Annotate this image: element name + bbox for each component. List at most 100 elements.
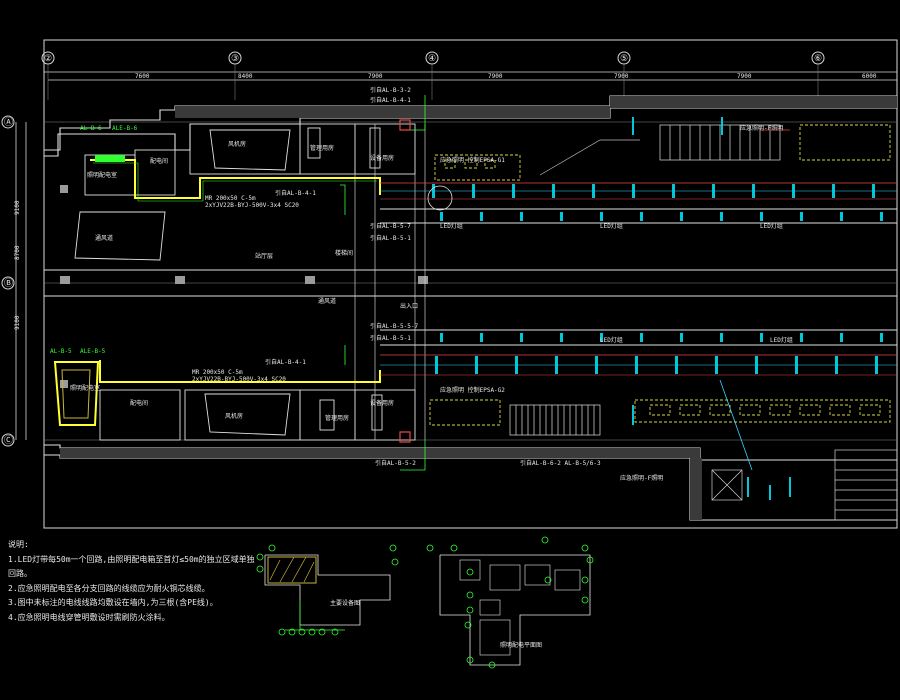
axis-marker-3: ③ (228, 51, 242, 100)
led-strip-top (380, 182, 897, 200)
svg-text:7900: 7900 (368, 73, 383, 80)
svg-text:引自AL-B-5-7: 引自AL-B-5-7 (370, 222, 411, 230)
note-item: 2.应急照明配电至各分支回路的线缆应为耐火铜芯线缆。 (8, 583, 210, 593)
led-fixture (720, 212, 723, 221)
design-notes: 说明: 1.LED灯带每50m一个回路,由照明配电箱至首灯≤50m的独立区域单独… (8, 538, 255, 625)
led-fixture (800, 333, 803, 342)
svg-text:引自AL-B-5-1: 引自AL-B-5-1 (370, 234, 411, 242)
led-fixture (755, 356, 758, 374)
top-dimension-values: 7600 8400 7900 7900 7900 7900 6000 (135, 73, 877, 80)
note-item: 4.应急照明电线穿管明敷设时需刷防火涂料。 (8, 612, 170, 622)
svg-text:引自AL-B-4-1: 引自AL-B-4-1 (275, 189, 316, 197)
led-fixture (752, 184, 755, 198)
led-fixture (592, 184, 595, 198)
rooms-left-lower (99, 389, 416, 441)
svg-text:LED灯组: LED灯组 (600, 222, 623, 230)
platform-lines (44, 208, 897, 346)
left-axis-markers: Ⓐ Ⓑ Ⓒ 9100 8700 9100 (1, 115, 27, 447)
svg-text:6000: 6000 (862, 73, 877, 80)
axis-marker-a: Ⓐ (1, 115, 15, 129)
led-fixtures-top-row2 (440, 212, 883, 221)
led-fixture (440, 212, 443, 221)
led-fixture (680, 212, 683, 221)
stair-top-right (539, 124, 781, 176)
led-fixture (875, 356, 878, 374)
svg-text:照明配电平面图: 照明配电平面图 (500, 641, 542, 649)
led-fixture (832, 184, 835, 198)
led-fixture (672, 184, 675, 198)
led-fixture (712, 184, 715, 198)
led-fixture (515, 356, 518, 374)
svg-text:ALE-B-5: ALE-B-5 (80, 348, 106, 355)
led-fixture (435, 356, 438, 374)
svg-text:配电间: 配电间 (150, 157, 168, 165)
led-strip-bottom (380, 354, 897, 376)
led-fixture (555, 356, 558, 374)
svg-text:引自AL-B-5-1: 引自AL-B-5-1 (370, 334, 411, 342)
svg-text:2xYJV22B-BYJ-500V-3x4 SC20: 2xYJV22B-BYJ-500V-3x4 SC20 (192, 376, 286, 383)
columns (60, 185, 428, 388)
svg-text:③: ③ (231, 54, 239, 64)
axis-marker-4: ④ (425, 51, 439, 100)
svg-text:LED灯组: LED灯组 (770, 336, 793, 344)
drawing-frame (43, 39, 898, 529)
led-fixture (880, 212, 883, 221)
svg-text:9100: 9100 (14, 315, 21, 330)
svg-text:设备用房: 设备用房 (370, 154, 394, 162)
led-fixture (680, 333, 683, 342)
led-fixture (440, 333, 443, 342)
plan-labels: 引自AL-B-3-2 引自AL-B-4-1 MR 200x50 C-5m 2xY… (50, 86, 793, 482)
mid-structural-lines (354, 124, 426, 440)
svg-text:Ⓑ: Ⓑ (4, 278, 13, 289)
key-plan-equipment: 主要设备图 (256, 544, 399, 636)
note-item: 回路。 (8, 569, 32, 578)
led-fixture (480, 333, 483, 342)
svg-text:9100: 9100 (14, 200, 21, 215)
svg-text:7900: 7900 (614, 73, 629, 80)
led-fixture (600, 212, 603, 221)
led-fixture (635, 356, 638, 374)
svg-text:引自AL-B-3-2: 引自AL-B-3-2 (370, 86, 411, 94)
svg-text:引自AL-B-5-2: 引自AL-B-5-2 (375, 459, 416, 467)
led-fixtures-top (432, 184, 875, 198)
led-fixture (480, 212, 483, 221)
circuit-connections (340, 95, 790, 471)
top-axis-markers: ② ③ ④ ⑤ ⑥ (41, 51, 825, 100)
svg-text:照明配电室: 照明配电室 (87, 171, 117, 179)
svg-text:管理用房: 管理用房 (310, 144, 334, 152)
svg-text:MR 200x50 C-5m: MR 200x50 C-5m (192, 369, 243, 376)
note-item: 1.LED灯带每50m一个回路,由照明配电箱至首灯≤50m的独立区域单独 (8, 554, 255, 564)
led-fixture (552, 184, 555, 198)
svg-text:配电间: 配电间 (130, 399, 148, 407)
svg-text:AL-B-6: AL-B-6 (80, 125, 102, 132)
svg-text:应急照明-F照明: 应急照明-F照明 (620, 474, 663, 482)
led-fixture (475, 356, 478, 374)
led-fixture (715, 356, 718, 374)
wall-hatch (60, 96, 897, 520)
led-fixture (792, 184, 795, 198)
led-fixture (840, 212, 843, 221)
led-fixture (512, 184, 515, 198)
led-fixture (632, 184, 635, 198)
led-fixture (560, 333, 563, 342)
svg-text:LED灯组: LED灯组 (440, 222, 463, 230)
svg-text:MR 200x50 C-5m: MR 200x50 C-5m (205, 195, 256, 202)
led-fixture (872, 184, 875, 198)
cable-tray-top (90, 155, 381, 202)
note-item: 3.图中未标注的电线线路均敷设在墙内,为三根(含PE线)。 (8, 598, 218, 607)
svg-text:8400: 8400 (238, 73, 253, 80)
axis-marker-5: ⑤ (617, 51, 631, 100)
axis-marker-6: ⑥ (811, 51, 825, 100)
led-fixture (840, 333, 843, 342)
led-fixture (675, 356, 678, 374)
svg-text:站厅层: 站厅层 (255, 252, 273, 260)
led-fixture (795, 356, 798, 374)
led-fixture (835, 356, 838, 374)
led-fixture (520, 212, 523, 221)
svg-text:2xYJV22B-BYJ-500V-3x4 SC20: 2xYJV22B-BYJ-500V-3x4 SC20 (205, 202, 299, 209)
svg-text:通风道: 通风道 (318, 297, 336, 305)
led-fixture (880, 333, 883, 342)
svg-text:引自AL-B-4-1: 引自AL-B-4-1 (265, 358, 306, 366)
svg-text:出入口: 出入口 (400, 302, 418, 310)
